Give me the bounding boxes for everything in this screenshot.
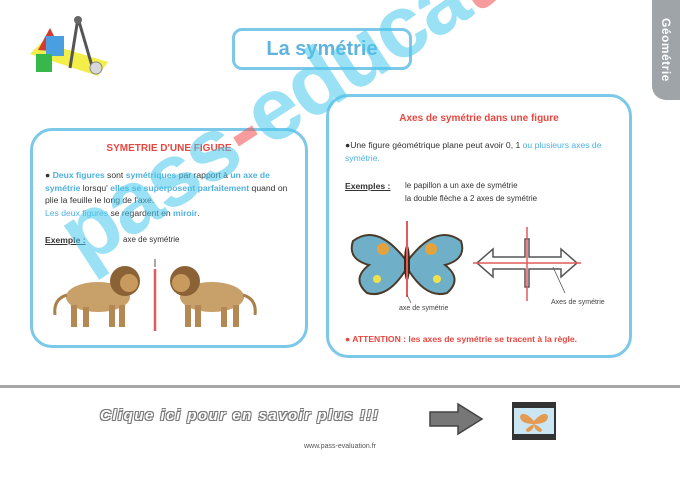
figure-axes-panel: Axes de symétrie dans une figure ●Une fi… (326, 94, 632, 358)
arrow-axis-label: Axes de symétrie (551, 299, 605, 306)
axes-paragraph: ●Une figure géométrique plane peut avoir… (345, 140, 602, 163)
figure-symmetry-panel: SYMETRIE D'UNE FIGURE ● Deux figures son… (30, 128, 308, 348)
double-arrow-illustration (473, 227, 581, 301)
lion-right-icon (170, 266, 257, 327)
example-arrow-text: la double flèche a 2 axes de symétrie (405, 194, 538, 203)
arrow-right-icon[interactable] (428, 402, 484, 436)
axis-label: axe de symétrie (123, 235, 180, 244)
geometry-logo-icon (30, 16, 108, 76)
geometrie-tab[interactable]: Géométrie (652, 0, 680, 100)
butterfly-illustration (350, 221, 464, 304)
butterfly-icon (350, 234, 464, 295)
lion-left-icon (53, 266, 140, 327)
examples-label: Exemples : (345, 181, 391, 191)
site-url: www.pass-evaluation.fr (304, 443, 376, 450)
example-label: Exemple : (45, 235, 86, 245)
left-panel-title: SYMETRIE D'UNE FIGURE (106, 143, 232, 154)
definition-paragraph: ● Deux figures sont symétriques par rapp… (45, 170, 288, 218)
right-panel-title: Axes de symétrie dans une figure (399, 113, 559, 124)
divider (0, 385, 680, 388)
learn-more-link[interactable]: Clique ici pour en savoir plus !!! (100, 407, 380, 424)
side-tab-label: Géométrie (659, 18, 673, 82)
example-butterfly-text: le papillon a un axe de symétrie (405, 181, 518, 190)
attention-note: ● ATTENTION : les axes de symétrie se tr… (345, 334, 578, 344)
butterfly-thumbnail-icon[interactable] (512, 402, 556, 440)
butterfly-axis-label: axe de symétrie (399, 305, 449, 312)
page-title: La symétrie (232, 28, 412, 70)
lions-illustration (53, 259, 257, 331)
